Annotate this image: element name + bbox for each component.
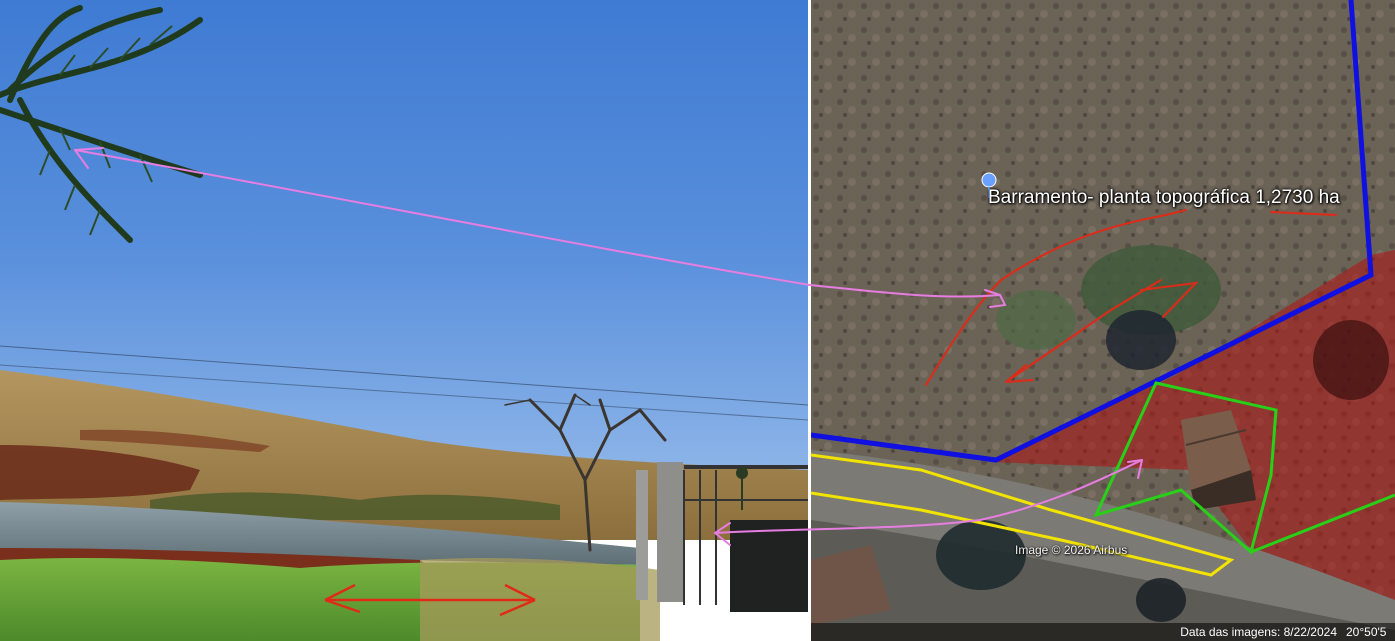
shrubline <box>150 492 560 520</box>
vegetation <box>1081 245 1221 335</box>
placemark-label[interactable]: Barramento- planta topográfica 1,2730 ha <box>988 187 1340 208</box>
dry-grass <box>420 558 660 641</box>
dark-spot <box>1313 320 1389 400</box>
tree-canopy <box>1136 578 1186 622</box>
house-roof-2 <box>811 545 891 625</box>
burned-patch <box>0 445 200 500</box>
dark-soil <box>80 429 270 452</box>
power-line <box>0 364 808 421</box>
power-line <box>0 345 808 406</box>
satellite-panel[interactable] <box>811 0 1395 641</box>
bare-tree <box>504 393 667 552</box>
tree-canopy <box>936 520 1026 590</box>
photo-panel <box>0 0 808 641</box>
property-boundary <box>811 0 1374 463</box>
coordinates-readout: 20°50'5 <box>1346 625 1387 639</box>
imagery-date: Data das imagens: 8/22/2024 <box>1180 625 1337 639</box>
tree-shadow <box>1106 310 1176 370</box>
status-bar: Data das imagens: 8/22/2024 20°50'5 <box>811 623 1395 641</box>
house-outline-ext <box>1250 493 1395 554</box>
imagery-attribution: Image © 2026 Airbus <box>1015 543 1128 557</box>
house-roof <box>1181 410 1256 510</box>
landscape-photo <box>0 0 808 641</box>
satellite-map <box>811 0 1395 641</box>
vegetation <box>996 290 1076 350</box>
flow-arrows <box>925 209 1337 386</box>
panel-divider <box>808 0 811 641</box>
pond-water <box>0 502 640 565</box>
